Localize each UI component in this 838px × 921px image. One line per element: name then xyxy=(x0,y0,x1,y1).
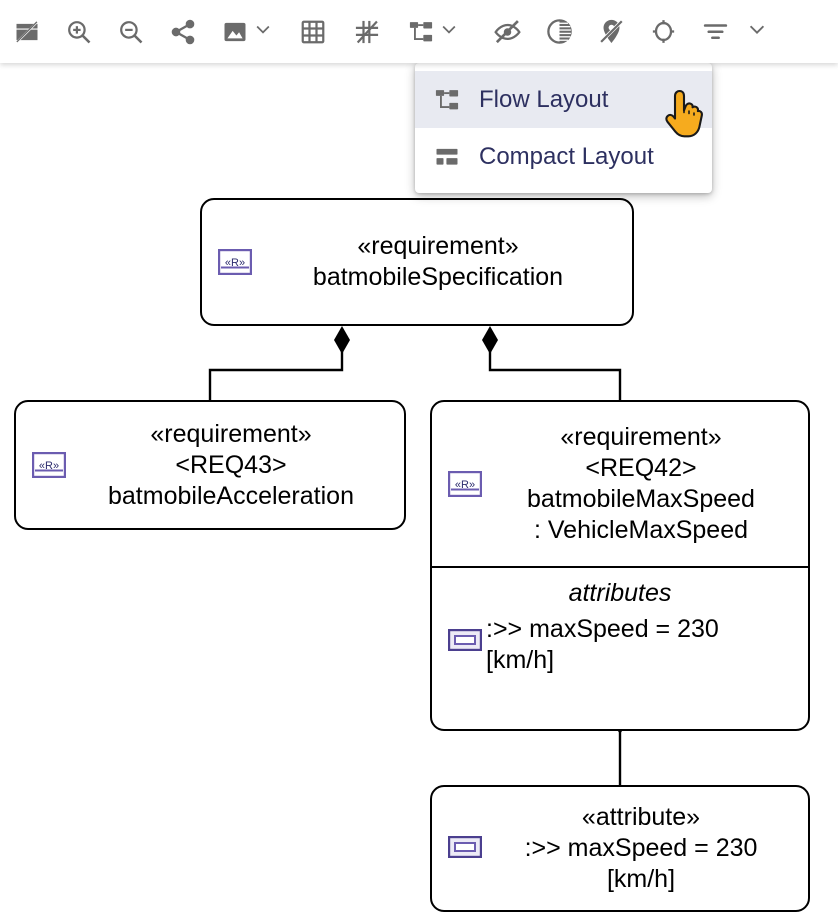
node-stereotype: «attribute» xyxy=(581,803,701,831)
layout-dropdown-menu: Flow Layout Compact Layout xyxy=(415,63,712,193)
chevron-down-icon xyxy=(746,18,768,45)
composition-spec-to-req43[interactable] xyxy=(208,326,350,400)
node-label: «requirement» batmobileSpecification xyxy=(202,231,632,293)
snap-lines-button[interactable] xyxy=(348,13,386,51)
fit-to-screen-off-button[interactable] xyxy=(8,13,46,51)
filter-button[interactable] xyxy=(696,13,734,51)
zoom-out-icon xyxy=(117,18,145,46)
attribute-line-1: :>> maxSpeed = 230 xyxy=(486,615,719,643)
requirement-badge-icon: «R» xyxy=(447,470,483,498)
menu-item-label: Compact Layout xyxy=(479,142,654,170)
target-icon xyxy=(649,17,678,46)
svg-text:«R»: «R» xyxy=(39,460,59,472)
hide-elements-button[interactable] xyxy=(488,13,526,51)
node-header-compartment: «R» «requirement» <REQ42> batmobileMaxSp… xyxy=(432,402,808,566)
attribute-line-2: [km/h] xyxy=(606,865,676,893)
menu-item-flow-layout[interactable]: Flow Layout xyxy=(415,71,712,128)
image-icon xyxy=(221,18,249,46)
node-stereotype: «requirement» xyxy=(357,232,519,260)
node-stereotype: «requirement» xyxy=(560,423,722,451)
node-label: «requirement» <REQ43> batmobileAccelerat… xyxy=(16,419,404,512)
snap-lines-icon xyxy=(353,18,381,46)
chevron-down-icon xyxy=(439,19,459,44)
attributes-compartment-title: attributes xyxy=(568,579,672,607)
compact-layout-icon xyxy=(433,143,479,171)
hierarchy-icon xyxy=(407,18,435,46)
node-stereotype: «requirement» xyxy=(150,419,312,448)
node-req42-batmobile-max-speed[interactable]: «R» «requirement» <REQ42> batmobileMaxSp… xyxy=(430,400,810,731)
hierarchy-layout-icon xyxy=(433,86,479,114)
overflow-chevron-button[interactable] xyxy=(744,13,770,51)
zoom-out-button[interactable] xyxy=(112,13,150,51)
menu-item-label: Flow Layout xyxy=(479,85,609,113)
menu-item-compact-layout[interactable]: Compact Layout xyxy=(415,128,712,185)
node-type: : VehicleMaxSpeed xyxy=(533,516,749,544)
attribute-badge-icon xyxy=(447,628,483,652)
node-req43-batmobile-acceleration[interactable]: «R» «requirement» <REQ43> batmobileAccel… xyxy=(14,400,406,530)
toolbar xyxy=(0,0,838,63)
attribute-entry[interactable]: :>> maxSpeed = 230 [km/h] xyxy=(432,614,808,688)
grid-icon xyxy=(299,18,327,46)
contrast-icon xyxy=(545,17,574,46)
node-label: «attribute» :>> maxSpeed = 230 [km/h] xyxy=(432,802,808,895)
share-button[interactable] xyxy=(164,13,202,51)
attribute-line-2: [km/h] xyxy=(486,646,555,674)
export-image-chevron-button[interactable] xyxy=(250,13,276,51)
svg-text:«R»: «R» xyxy=(455,479,475,491)
zoom-in-button[interactable] xyxy=(60,13,98,51)
attribute-line-1: :>> maxSpeed = 230 xyxy=(524,834,758,862)
layout-button[interactable] xyxy=(402,13,440,51)
node-attributes-compartment: attributes :>> maxSpeed = 230 [km/h] xyxy=(432,566,808,688)
layout-chevron-button[interactable] xyxy=(436,13,462,51)
card-crossed-icon xyxy=(13,18,41,46)
eye-off-icon xyxy=(493,17,522,46)
contrast-button[interactable] xyxy=(540,13,578,51)
composition-spec-to-req42[interactable] xyxy=(482,326,622,400)
chevron-down-icon xyxy=(253,19,273,44)
node-id: <REQ43> xyxy=(175,450,287,479)
node-name: batmobileSpecification xyxy=(312,263,564,291)
requirement-badge-icon: «R» xyxy=(217,248,253,276)
pin-off-icon xyxy=(597,17,626,46)
filter-icon xyxy=(701,17,730,46)
requirement-badge-icon: «R» xyxy=(31,451,67,479)
share-icon xyxy=(169,18,197,46)
diagram-canvas[interactable]: «R» «requirement» batmobileSpecification… xyxy=(0,63,838,921)
node-attribute-max-speed[interactable]: «attribute» :>> maxSpeed = 230 [km/h] xyxy=(430,785,810,912)
pin-off-button[interactable] xyxy=(592,13,630,51)
svg-text:«R»: «R» xyxy=(225,257,245,269)
zoom-in-icon xyxy=(65,18,93,46)
attribute-badge-icon xyxy=(447,835,483,862)
node-label: «requirement» <REQ42> batmobileMaxSpeed … xyxy=(432,422,808,546)
export-image-button[interactable] xyxy=(216,13,254,51)
node-name: batmobileAcceleration xyxy=(108,481,354,510)
grid-button[interactable] xyxy=(294,13,332,51)
center-target-button[interactable] xyxy=(644,13,682,51)
node-batmobile-specification[interactable]: «R» «requirement» batmobileSpecification xyxy=(200,198,634,326)
node-id: <REQ42> xyxy=(585,454,697,482)
node-name: batmobileMaxSpeed xyxy=(527,485,755,513)
